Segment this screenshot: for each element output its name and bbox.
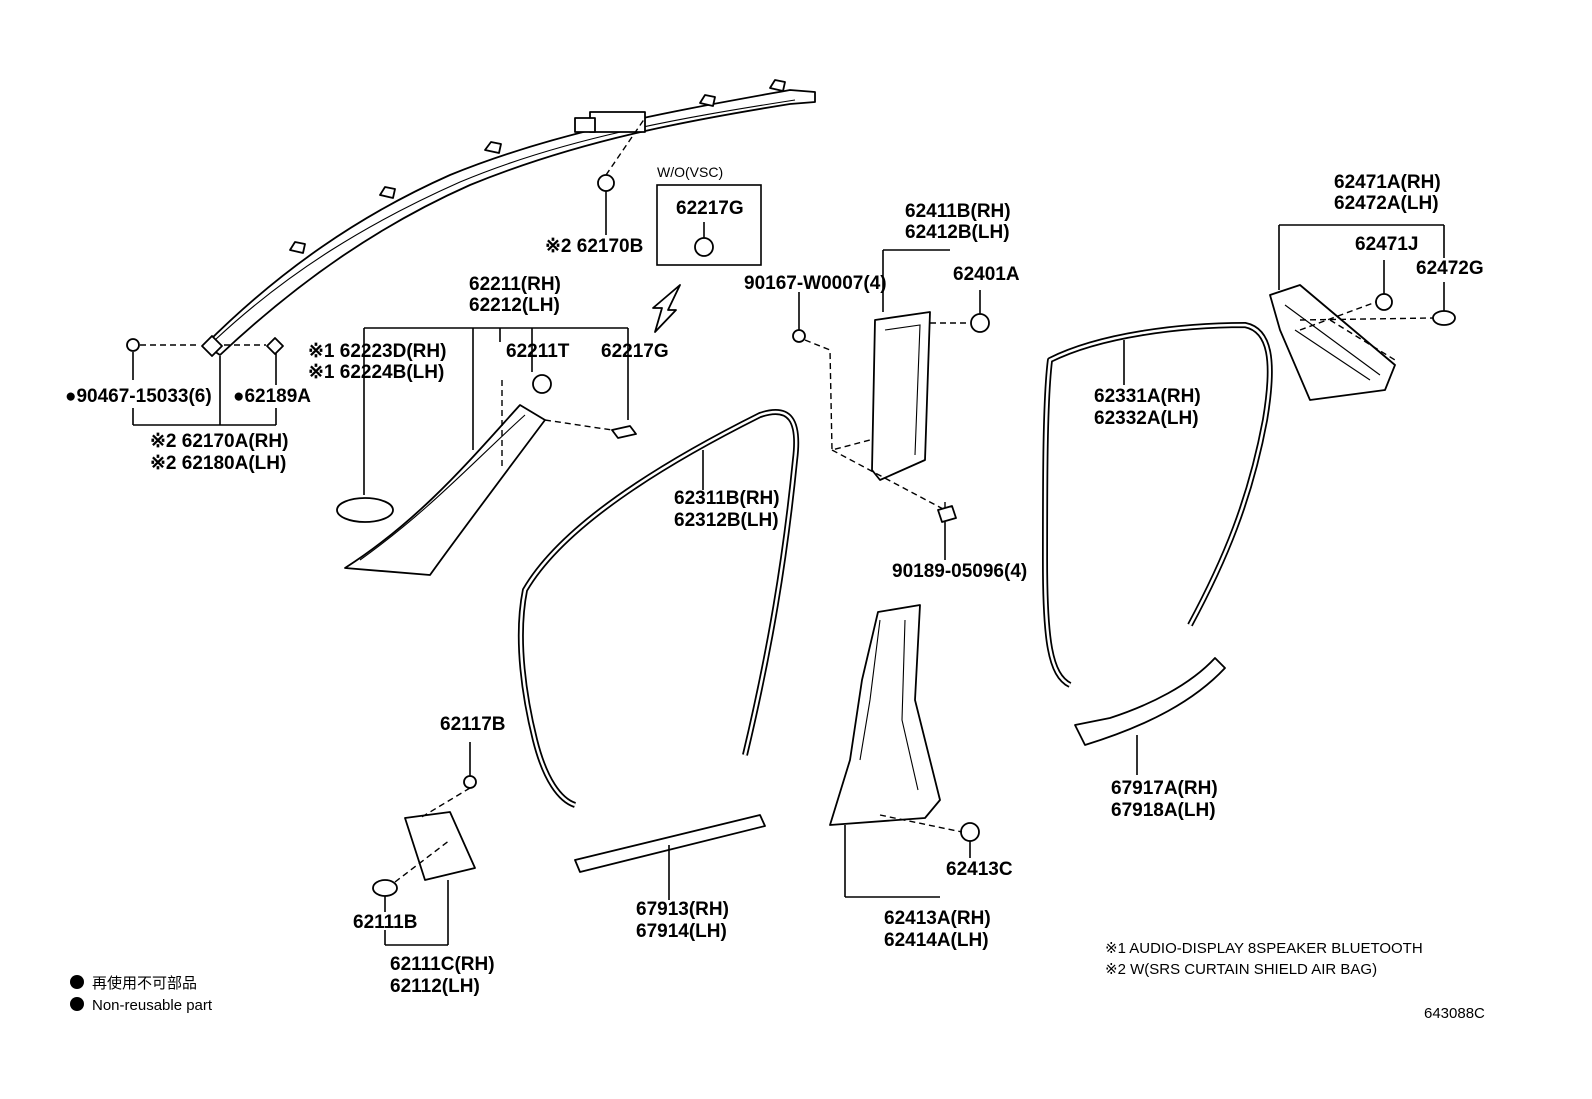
cowl-side-trim-drawing [372,742,477,946]
part-62412B: 62412B(LH) [905,222,1010,243]
part-62332A: 62332A(LH) [1094,408,1199,429]
diagram-id: 643088C [1424,1005,1485,1022]
part-62212: 62212(LH) [469,295,560,316]
front-door-weatherstrip-drawing [517,409,800,808]
part-90167: 90167-W0007(4) [744,273,887,294]
rear-scuff-plate-drawing [1074,657,1226,775]
part-62189A: ●62189A [233,386,311,407]
part-62413A: 62413A(RH) [884,908,991,929]
b-pillar-upper-garnish-drawing [792,249,990,560]
note-1: ※1 AUDIO-DISPLAY 8SPEAKER BLUETOOTH [1105,940,1423,957]
part-62211: 62211(RH) [469,274,561,295]
a-pillar-garnish-drawing [336,327,637,576]
part-62217G-box: 62217G [676,198,744,219]
rear-door-weatherstrip-drawing [1042,322,1273,688]
part-67917A: 67917A(RH) [1111,778,1218,799]
bullet-icon [70,997,84,1011]
part-62211T: 62211T [506,341,570,362]
variant-box [652,184,762,333]
part-62472A: 62472A(LH) [1334,193,1439,214]
part-62170B: ※2 62170B [545,236,643,257]
part-62112: 62112(LH) [390,976,480,997]
part-90467: ●90467-15033(6) [65,386,212,407]
part-62180A: ※2 62180A(LH) [150,453,286,474]
c-pillar-garnish-drawing [1269,224,1456,401]
bullet-icon [70,975,84,989]
b-pillar-lower-garnish-drawing [829,604,980,898]
part-62111B: 62111B [353,912,417,933]
part-62117B: 62117B [440,714,506,735]
part-62472G: 62472G [1416,258,1484,279]
part-62217G: 62217G [601,341,669,362]
part-67918A: 67918A(LH) [1111,800,1216,821]
part-62331A: 62331A(RH) [1094,386,1201,407]
part-62411B: 62411B(RH) [905,201,1011,222]
curtain-airbag-drawing [126,79,816,357]
part-62414A: 62414A(LH) [884,930,989,951]
part-62471A: 62471A(RH) [1334,172,1441,193]
part-62170A: ※2 62170A(RH) [150,431,288,452]
legend: 再使用不可部品 Non-reusable part [70,975,213,1014]
part-90189: 90189-05096(4) [892,561,1027,582]
part-67914: 67914(LH) [636,921,727,942]
front-scuff-plate-drawing [574,814,766,900]
part-62401A: 62401A [953,264,1020,285]
curtain-airbag-leaders [132,117,646,426]
variant-label: W/O(VSC) [657,164,723,180]
part-62223D: ※1 62223D(RH) [308,341,446,362]
legend-jp: 再使用不可部品 [92,975,197,992]
legend-en: Non-reusable part [92,997,213,1014]
part-62413C: 62413C [946,859,1013,880]
note-2: ※2 W(SRS CURTAIN SHIELD AIR BAG) [1105,961,1377,978]
part-62224B: ※1 62224B(LH) [308,362,444,383]
part-62471J: 62471J [1355,234,1418,255]
part-67913: 67913(RH) [636,899,729,920]
part-62311B: 62311B(RH) [674,488,780,509]
part-62312B: 62312B(LH) [674,510,779,531]
part-62111C: 62111C(RH) [390,954,495,975]
